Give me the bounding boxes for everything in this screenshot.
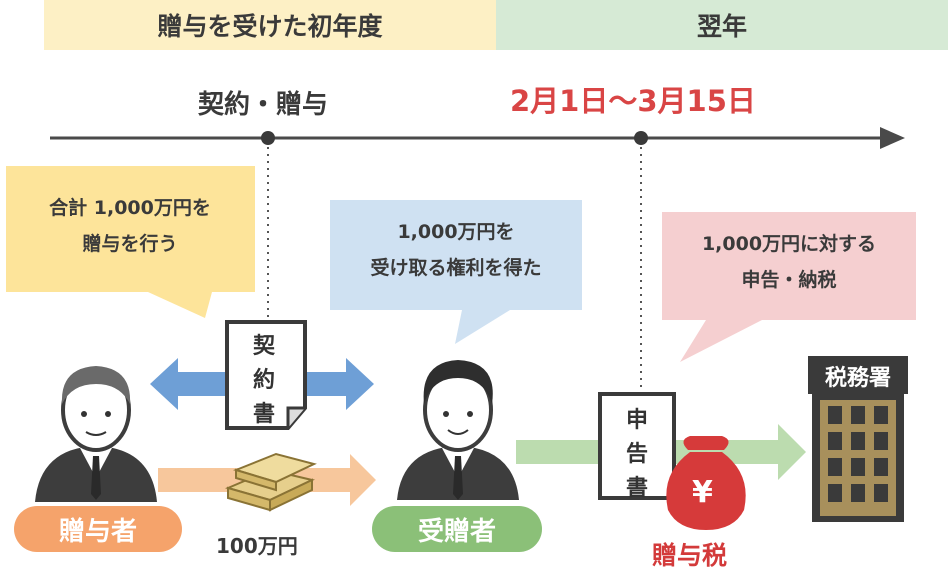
declaration-document-label: 申告書	[625, 408, 648, 502]
first-year-title: 贈与を受けた初年度	[157, 12, 383, 41]
recipient-person	[397, 360, 519, 500]
contract-document-label: 契約書	[252, 334, 275, 428]
filing-bubble-line2: 申告・納税	[741, 269, 837, 292]
money-bag	[666, 436, 746, 530]
timeline-arrowhead	[880, 127, 905, 149]
tax-office-label: 税務署	[824, 366, 891, 391]
donor-label: 贈与者	[58, 516, 137, 547]
next-year-title: 翌年	[696, 12, 747, 41]
donor-bubble-line2: 贈与を行う	[82, 233, 178, 256]
yen-icon: ¥	[692, 475, 713, 510]
donor-label-pill: 贈与者	[14, 506, 182, 552]
contract-label: 契約・贈与	[198, 90, 329, 120]
recipient-bubble	[330, 200, 582, 344]
tax-office-building	[808, 356, 908, 522]
recipient-bubble-text: 1,000万円を 受け取る権利を得た	[334, 214, 578, 286]
donor-bubble	[6, 166, 255, 318]
gift-tax-label: 贈与税	[652, 541, 728, 570]
donor-bubble-line1: 合計 1,000万円を	[49, 197, 211, 219]
donor-person	[35, 366, 157, 502]
recipient-bubble-line1: 1,000万円を	[397, 221, 515, 243]
recipient-label-pill: 受贈者	[372, 506, 542, 552]
contract-document	[225, 320, 307, 430]
recipient-bubble-line2: 受け取る権利を得た	[370, 257, 542, 280]
recipient-label: 受贈者	[417, 516, 496, 547]
money-stack	[225, 452, 317, 512]
contract-dot	[261, 131, 275, 145]
filing-bubble-text: 1,000万円に対する 申告・納税	[666, 226, 912, 298]
filing-bubble	[662, 212, 916, 362]
money-amount-label: 100万円	[216, 534, 298, 558]
deadline-dot	[634, 131, 648, 145]
deadline-label: 2月1日〜3月15日	[510, 84, 756, 118]
first-year-band: 贈与を受けた初年度	[44, 0, 496, 50]
donor-bubble-text: 合計 1,000万円を 贈与を行う	[10, 190, 250, 262]
next-year-band: 翌年	[496, 0, 948, 50]
filing-bubble-line1: 1,000万円に対する	[701, 233, 877, 255]
